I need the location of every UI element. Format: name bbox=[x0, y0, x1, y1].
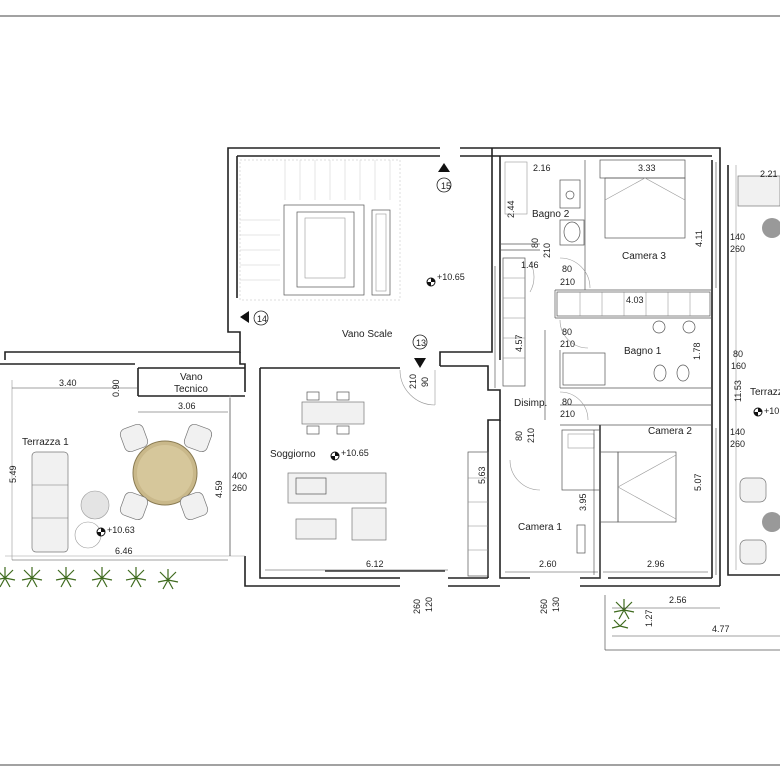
dim-11-53: 11.53 bbox=[733, 380, 743, 402]
plants-row bbox=[0, 567, 635, 629]
dimension-lines bbox=[12, 162, 780, 637]
dim-4-59: 4.59 bbox=[214, 480, 224, 498]
bagno-1-fixtures bbox=[562, 320, 696, 386]
dim-4-03: 4.03 bbox=[626, 295, 644, 305]
dim-1-78: 1.78 bbox=[692, 342, 702, 360]
dim-80-c: 80 bbox=[562, 327, 572, 337]
dim-210-e: 210 bbox=[560, 409, 575, 419]
dim-1-27: 1.27 bbox=[644, 609, 654, 627]
room-label-vano-tecnico-2: Tecnico bbox=[174, 384, 208, 395]
dim-80-e: 80 bbox=[562, 397, 572, 407]
camera-2-bed bbox=[599, 451, 677, 523]
dim-90: 90 bbox=[420, 377, 430, 387]
walls bbox=[0, 147, 780, 651]
dim-0-90: 0.90 bbox=[111, 379, 121, 397]
dim-5-49: 5.49 bbox=[8, 465, 18, 483]
dim-1-46: 1.46 bbox=[521, 260, 539, 270]
level-terrazza-1: +10.63 bbox=[107, 525, 135, 535]
dim-2-21: 2.21 bbox=[760, 169, 778, 179]
marker-13: 13 bbox=[416, 338, 426, 348]
marker-14: 14 bbox=[257, 314, 267, 324]
dim-210-b: 210 bbox=[560, 277, 575, 287]
dim-3-95: 3.95 bbox=[578, 493, 588, 511]
doors bbox=[399, 257, 591, 491]
room-label-vano-tecnico-1: Vano bbox=[180, 372, 203, 383]
dim-80-d: 80 bbox=[733, 349, 743, 359]
dim-260-c: 260 bbox=[232, 483, 247, 493]
dim-6-12: 6.12 bbox=[366, 559, 384, 569]
dim-3-06: 3.06 bbox=[178, 401, 196, 411]
dim-140-a: 140 bbox=[730, 232, 745, 242]
dim-80-f: 80 bbox=[514, 431, 524, 441]
corridor-element bbox=[467, 257, 526, 577]
dim-2-96: 2.96 bbox=[647, 559, 665, 569]
dim-2-44: 2.44 bbox=[506, 200, 516, 218]
bagno-2-fixtures bbox=[504, 161, 585, 246]
level-stairs: +10.65 bbox=[437, 272, 465, 282]
terrazza-right-furniture bbox=[737, 175, 780, 565]
dim-4-11: 4.11 bbox=[694, 230, 704, 247]
dim-210-d: 210 bbox=[408, 374, 418, 389]
room-label-camera-2: Camera 2 bbox=[648, 426, 692, 437]
level-terrazza-right: +10.6 bbox=[764, 406, 780, 416]
dim-400: 400 bbox=[232, 471, 247, 481]
dim-260-e: 260 bbox=[539, 599, 549, 614]
dim-3-40: 3.40 bbox=[59, 378, 77, 388]
dim-160: 160 bbox=[731, 361, 746, 371]
marker-15: 15 bbox=[441, 181, 451, 191]
level-symbols bbox=[96, 277, 763, 537]
section-markers bbox=[240, 163, 452, 368]
dim-210-a: 210 bbox=[542, 243, 552, 258]
wardrobe bbox=[556, 291, 711, 317]
room-label-camera-3: Camera 3 bbox=[622, 251, 666, 262]
dim-80-b: 80 bbox=[562, 264, 572, 274]
dim-130: 130 bbox=[551, 597, 561, 612]
camera-3-bed bbox=[599, 159, 686, 239]
dim-260-b: 260 bbox=[730, 439, 745, 449]
dim-3-33: 3.33 bbox=[638, 163, 656, 173]
dim-5-63: 5.63 bbox=[477, 466, 487, 484]
dim-260-a: 260 bbox=[730, 244, 745, 254]
dim-6-46: 6.46 bbox=[115, 546, 133, 556]
room-label-disimp: Disimp. bbox=[514, 398, 547, 409]
terrazza-1-furniture bbox=[31, 423, 213, 553]
room-label-terrazza-right: Terrazz bbox=[750, 387, 780, 398]
room-label-vano-scale: Vano Scale bbox=[342, 329, 393, 340]
room-label-bagno-1: Bagno 1 bbox=[624, 346, 662, 357]
dim-260-d: 260 bbox=[412, 599, 422, 614]
dim-4-57: 4.57 bbox=[514, 334, 524, 352]
soggiorno-furniture bbox=[287, 391, 445, 572]
dim-120: 120 bbox=[424, 597, 434, 612]
dim-2-16: 2.16 bbox=[533, 163, 551, 173]
dim-210-c: 210 bbox=[560, 339, 575, 349]
dim-4-77: 4.77 bbox=[712, 624, 730, 634]
dim-2-56: 2.56 bbox=[669, 595, 687, 605]
dim-80-a: 80 bbox=[530, 238, 540, 248]
dim-5-07: 5.07 bbox=[693, 473, 703, 491]
dim-140-b: 140 bbox=[730, 427, 745, 437]
room-label-bagno-2: Bagno 2 bbox=[532, 209, 570, 220]
dim-210-f: 210 bbox=[526, 428, 536, 443]
room-label-soggiorno: Soggiorno bbox=[270, 449, 316, 460]
room-label-camera-1: Camera 1 bbox=[518, 522, 562, 533]
room-label-terrazza-1: Terrazza 1 bbox=[22, 437, 69, 448]
staircase bbox=[239, 159, 401, 301]
level-soggiorno: +10.65 bbox=[341, 448, 369, 458]
dim-2-60: 2.60 bbox=[539, 559, 557, 569]
